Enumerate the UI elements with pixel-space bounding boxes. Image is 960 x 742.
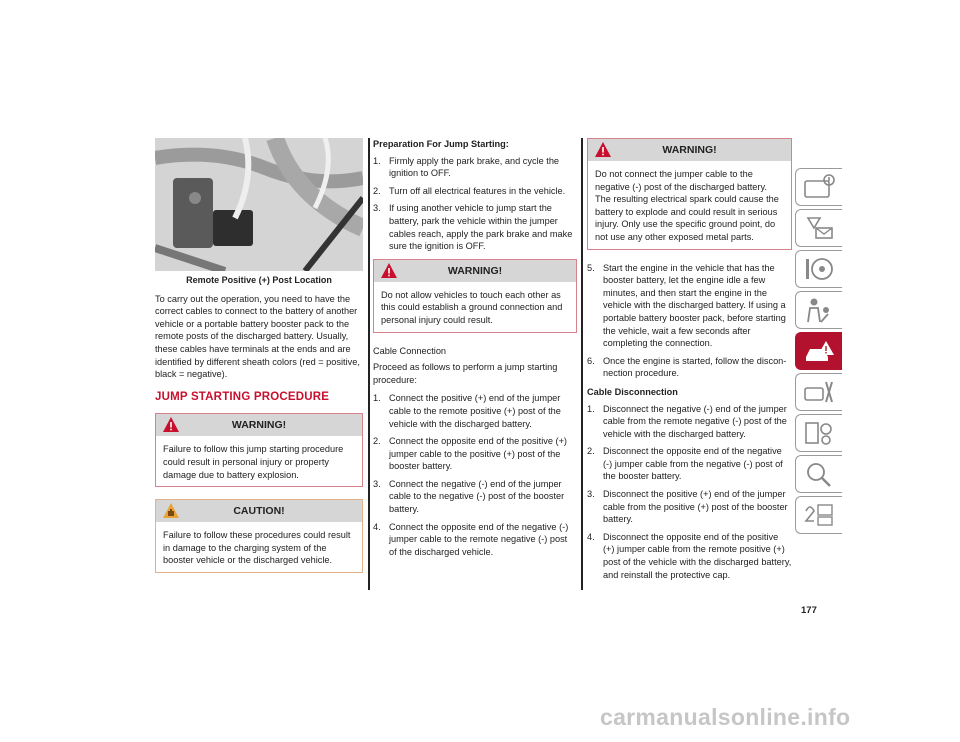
column-middle: Preparation For Jump Starting: 1.Firmly …: [373, 138, 577, 564]
chapter-tabs: [795, 168, 843, 537]
caution-hand-icon: [163, 503, 179, 519]
warning-header: WARNING!: [588, 139, 791, 161]
tab-emergency[interactable]: [795, 332, 842, 370]
list-item: 2.Connect the opposite end of the positi…: [373, 436, 567, 472]
prep-steps-list: 1.Firmly apply the park brake, and cycle…: [373, 155, 577, 253]
warning-text: Do not allow vehicles to touch each othe…: [381, 289, 563, 325]
service-wrench-icon: [804, 381, 833, 403]
tab-specifications[interactable]: [795, 414, 842, 452]
list-item: 5.Start the engine in the vehicle that h…: [587, 262, 786, 349]
warning-triangle-icon: [163, 417, 179, 433]
caution-header: CAUTION!: [156, 500, 362, 523]
warning-text: Do not connect the jumper cable to the n…: [595, 169, 779, 242]
caution-box: CAUTION! Failure to follow these procedu…: [155, 499, 363, 573]
warning-box: WARNING! Do not allow vehicles to touch …: [373, 258, 577, 333]
list-item: 3.Connect the negative (-) end of the ju…: [373, 478, 565, 515]
list-item: 1.Firmly apply the park brake, and cycle…: [373, 155, 560, 179]
warning-box: WARNING! Failure to follow this jump sta…: [155, 413, 363, 488]
list-item: 4.Connect the opposite end of the negati…: [373, 521, 569, 557]
column-left: Remote Positive (+) Post Location To car…: [155, 138, 363, 585]
warning-header: WARNING!: [374, 259, 576, 282]
cable-connection-title: Cable Connection: [373, 345, 447, 356]
tab-driving[interactable]: [795, 250, 842, 288]
dashboard-info-icon: [804, 174, 835, 198]
warning-header: WARNING!: [156, 414, 362, 437]
specifications-gears-icon: [805, 422, 832, 445]
cable-connection-intro: Proceed as follows to perform a jump sta…: [373, 362, 558, 385]
tab-index[interactable]: [795, 455, 842, 493]
remote-positive-post-photo: [155, 138, 363, 271]
watermark: carmanualsonline.info: [600, 704, 851, 730]
list-item: 6.Once the engine is started, follow the…: [587, 355, 787, 379]
warning-triangle-icon: [381, 262, 397, 278]
passenger-safety-icon: [807, 298, 829, 323]
warning-triangle-icon: [595, 142, 611, 157]
warning-title: WARNING!: [231, 419, 287, 432]
page-number: 177: [801, 605, 817, 616]
list-item: 3.Disconnect the positive (+) end of the…: [587, 489, 788, 525]
list-item: 4.Disconnect the opposite end of the pos…: [587, 531, 792, 580]
caution-title: CAUTION!: [233, 505, 285, 518]
roadside-emergency-icon: [806, 341, 834, 361]
section-title: JUMP STARTING PROCEDURE: [155, 390, 330, 403]
tab-warning-lights[interactable]: [795, 209, 842, 247]
prep-title: Preparation For Jump Starting:: [373, 139, 509, 149]
tab-dashboard[interactable]: [795, 168, 842, 206]
connection-steps-list: 1.Connect the positive (+) end of the ju…: [373, 392, 577, 558]
connection-steps-continued: 5.Start the engine in the vehicle that h…: [587, 262, 792, 380]
caution-text: Failure to follow these procedures could…: [163, 530, 351, 566]
search-index-icon: [807, 463, 831, 487]
warning-box: WARNING! Do not connect the jumper cable…: [587, 138, 792, 250]
list-item: 1.Disconnect the negative (-) end of the…: [587, 403, 787, 439]
language-icon: [804, 504, 833, 526]
warning-text: Failure to follow this jump starting pro…: [163, 444, 344, 480]
cable-disconnection-title: Cable Disconnection: [587, 386, 678, 397]
intro-paragraph: To carry out the operation, you need to …: [155, 293, 360, 380]
photo-caption: Remote Positive (+) Post Location: [186, 275, 332, 285]
list-item: 3.If using another vehicle to jump start…: [373, 203, 573, 252]
tab-service[interactable]: [795, 373, 842, 411]
warning-title: WARNING!: [447, 264, 503, 277]
column-right: WARNING! Do not connect the jumper cable…: [587, 138, 792, 587]
warning-lights-icon: [806, 217, 833, 239]
column-divider-left: [368, 138, 370, 590]
steering-wheel-icon: [806, 258, 833, 280]
warning-title: WARNING!: [662, 144, 717, 156]
list-item: 2.Disconnect the opposite end of the neg…: [587, 446, 783, 482]
list-item: 1.Connect the positive (+) end of the ju…: [373, 393, 561, 429]
column-divider-right: [581, 138, 583, 590]
disconnection-steps-list: 1.Disconnect the negative (-) end of the…: [587, 403, 792, 582]
tab-languages[interactable]: [795, 496, 842, 534]
list-item: 2.Turn off all electrical features in th…: [373, 185, 566, 196]
tab-safety[interactable]: [795, 291, 842, 329]
